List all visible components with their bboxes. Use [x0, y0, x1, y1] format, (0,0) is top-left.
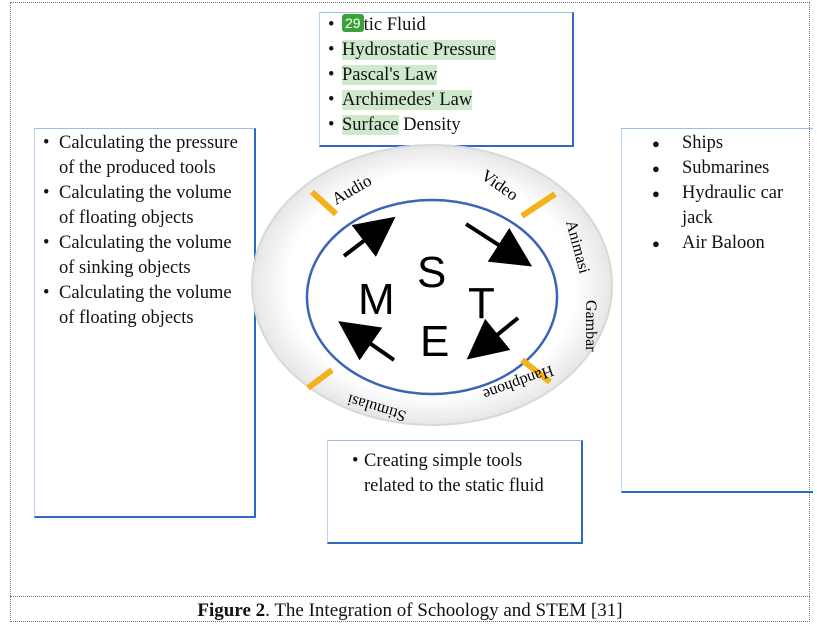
concept-item: Archimedes' Law: [326, 88, 496, 113]
letter-s: S: [417, 248, 446, 297]
caption-text: . The Integration of Schoology and STEM …: [265, 600, 623, 621]
figure-caption: Figure 2. The Integration of Schoology a…: [10, 600, 810, 622]
calculation-item: Calculating the volume of sinking object…: [41, 231, 241, 281]
concept-item: Surface Density: [326, 113, 496, 138]
ring-tick: [306, 367, 334, 391]
calculation-item: Calculating the volume of floating objec…: [41, 281, 241, 331]
arrow-up-left: [338, 321, 396, 362]
letter-e: E: [420, 317, 449, 366]
arrow-down-right: [464, 222, 533, 267]
ring-tick: [309, 189, 339, 217]
count-badge: 29: [342, 14, 364, 32]
application-item: Ships: [650, 131, 800, 156]
engineering-box: Creating simple tools related to the sta…: [327, 440, 583, 544]
application-item: Hydraulic car jack: [650, 181, 800, 231]
caption-divider: [10, 596, 810, 597]
ring-label-gambar: Gambar: [582, 300, 599, 352]
application-item: Air Baloon: [650, 231, 800, 256]
engineering-item: Creating simple tools related to the sta…: [352, 449, 562, 499]
calculation-item: Calculating the volume of floating objec…: [41, 181, 241, 231]
ring-tick: [520, 191, 557, 219]
caption-label: Figure 2: [197, 600, 266, 621]
arrow-up-right: [342, 216, 396, 258]
concept-item: Pascal's Law: [326, 63, 496, 88]
application-item: Submarines: [650, 156, 782, 181]
ring-tick: [520, 357, 552, 385]
letter-m: M: [358, 275, 395, 324]
calculation-item: Calculating the pressure of the produced…: [41, 131, 241, 181]
arrow-down-left: [466, 316, 520, 360]
figure-frame: [10, 2, 810, 622]
concept-item: Hydrostatic Pressure: [326, 38, 496, 63]
letter-t: T: [468, 279, 495, 328]
applications-box: Ships Submarines Hydraulic car jack Air …: [621, 128, 813, 493]
calculations-box: Calculating the pressure of the produced…: [34, 128, 256, 518]
